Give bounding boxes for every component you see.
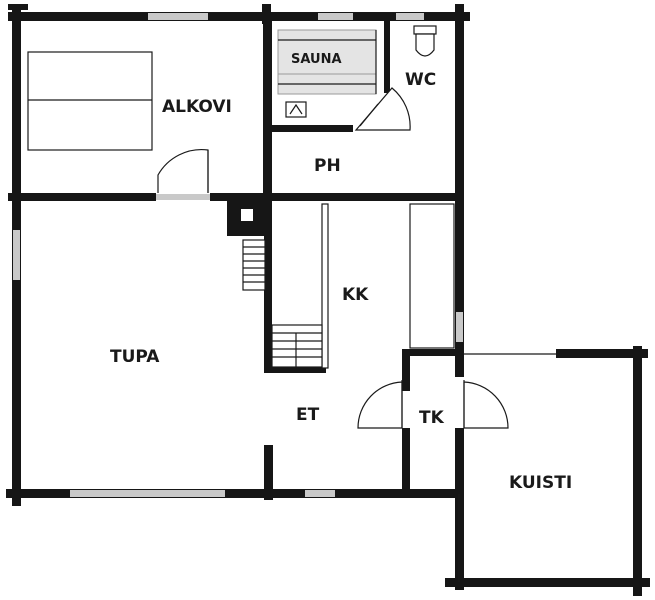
sauna-bench-upper xyxy=(277,29,377,75)
stairs-upper xyxy=(242,239,266,291)
door-et-icon xyxy=(357,381,403,429)
chimney-flue xyxy=(239,207,255,223)
stairs-lower xyxy=(271,324,323,368)
log-end-tl xyxy=(8,4,28,10)
door-sauna-icon xyxy=(354,87,411,131)
tk-right-wall-lower xyxy=(455,428,464,498)
tupa-stair-wall xyxy=(264,198,272,373)
room-label-sauna: SAUNA xyxy=(291,52,342,67)
door-kuisti-icon xyxy=(463,381,509,429)
kuisti-bottom-wall xyxy=(445,578,650,587)
tk-right-wall-upper xyxy=(455,349,464,377)
window-tupa-left xyxy=(13,230,20,280)
tk-top-wall xyxy=(402,349,464,356)
bottom-wall xyxy=(6,489,462,498)
kuisti-right-wall xyxy=(633,346,642,596)
sauna-bottom-wall xyxy=(263,125,353,132)
alkovi-sauna-wall xyxy=(263,18,272,198)
window-sauna-top xyxy=(318,13,353,20)
room-label-wc: WC xyxy=(405,70,436,90)
bed xyxy=(27,51,153,151)
sauna-wc-wall xyxy=(384,18,390,93)
door-alkovi-icon xyxy=(157,148,209,193)
stair-bottom-wall xyxy=(264,367,326,373)
tk-left-wall-lower xyxy=(402,428,410,494)
room-labels: ALKOVI SAUNA WC PH KK TUPA ET TK KUISTI xyxy=(110,52,572,493)
room-label-alkovi: ALKOVI xyxy=(162,97,232,117)
window-kk-right xyxy=(456,312,463,342)
et-wall-stub xyxy=(264,445,273,500)
window-wc-top xyxy=(396,13,424,20)
toilet-bowl-icon xyxy=(415,33,435,57)
room-label-ph: PH xyxy=(314,156,341,176)
room-label-tupa: TUPA xyxy=(110,347,160,367)
window-tupa-bottom xyxy=(70,490,225,497)
fixtures xyxy=(27,25,455,369)
door-opening-alkovi xyxy=(156,194,210,200)
alkovi-tupa-wall-right xyxy=(210,193,464,201)
alkovi-tupa-wall-left xyxy=(8,193,156,201)
kuisti-top-wall xyxy=(556,349,648,358)
right-wall-upper xyxy=(455,4,464,354)
windows xyxy=(13,13,463,497)
kitchen-counter-right xyxy=(409,203,455,349)
doors xyxy=(157,87,556,582)
room-label-kk: KK xyxy=(342,285,369,305)
window-et-bottom xyxy=(305,490,335,497)
top-wall xyxy=(8,12,470,21)
tk-left-wall-upper xyxy=(402,349,410,391)
room-label-tk: TK xyxy=(419,408,445,428)
kitchen-counter-left xyxy=(321,203,329,369)
log-end-top-mid xyxy=(262,4,271,24)
room-label-et: ET xyxy=(296,405,320,425)
window-alkovi-top xyxy=(148,13,208,20)
room-label-kuisti: KUISTI xyxy=(509,473,572,493)
toilet-tank-icon xyxy=(413,25,437,35)
